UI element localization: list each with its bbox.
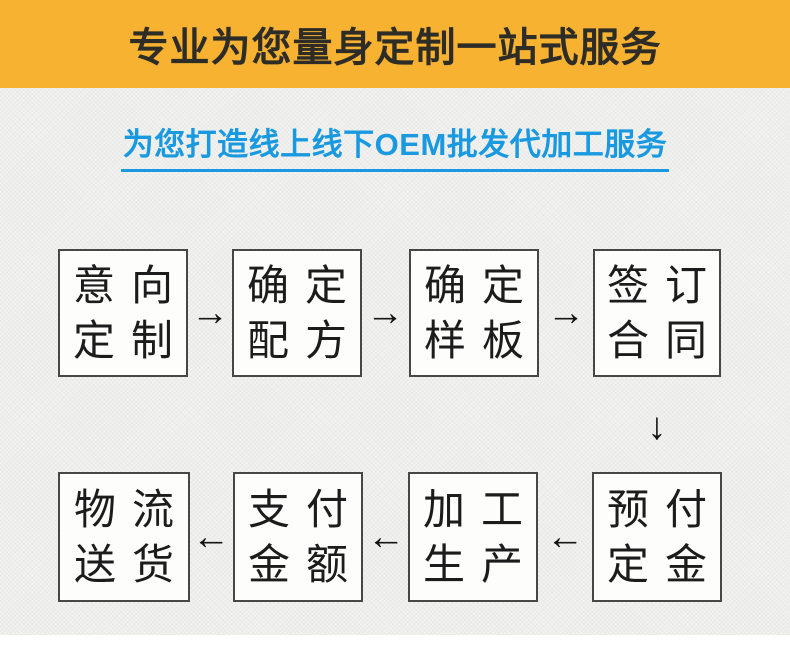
step-text-line: 配方 xyxy=(247,317,364,364)
step-text-line: 支付 xyxy=(248,486,365,533)
step-text-line: 意向 xyxy=(73,262,190,309)
step-text-line: 样板 xyxy=(424,317,541,364)
step-text-line: 确定 xyxy=(247,262,364,309)
step-box-intent-customization: 意向 定制 xyxy=(58,249,188,377)
arrow-left-icon: ← xyxy=(546,516,584,558)
step-text-line: 签订 xyxy=(607,262,724,309)
arrow-left-icon: ← xyxy=(192,516,230,558)
arrow-right-icon: → xyxy=(547,292,585,334)
bottom-white-strip xyxy=(0,635,790,648)
step-text-line: 生产 xyxy=(423,541,540,588)
step-text-line: 加工 xyxy=(423,486,540,533)
step-box-logistics-delivery: 物流 送货 xyxy=(58,472,190,602)
step-text-line: 合同 xyxy=(607,317,724,364)
banner: 专业为您量身定制一站式服务 xyxy=(0,0,790,88)
arrow-down-icon: ↓ xyxy=(647,406,667,448)
banner-title: 专业为您量身定制一站式服务 xyxy=(128,26,662,70)
step-text-line: 确定 xyxy=(424,262,541,309)
subtitle-underline xyxy=(121,169,669,172)
step-box-sign-contract: 签订 合同 xyxy=(593,249,721,377)
step-text-line: 物流 xyxy=(74,486,191,533)
step-box-processing-production: 加工 生产 xyxy=(408,472,538,602)
step-text-line: 定金 xyxy=(607,541,724,588)
subtitle: 为您打造线上线下OEM批发代加工服务 xyxy=(122,127,668,162)
step-text-line: 预付 xyxy=(607,486,724,533)
step-text-line: 定制 xyxy=(73,317,190,364)
step-box-confirm-sample: 确定 样板 xyxy=(409,249,539,377)
arrow-left-icon: ← xyxy=(367,516,405,558)
step-box-confirm-formula: 确定 配方 xyxy=(232,249,362,377)
step-text-line: 金额 xyxy=(248,541,365,588)
arrow-right-icon: → xyxy=(191,292,229,334)
step-box-prepay-deposit: 预付 定金 xyxy=(592,472,722,602)
step-text-line: 送货 xyxy=(74,541,191,588)
step-box-pay-amount: 支付 金额 xyxy=(233,472,363,602)
arrow-right-icon: → xyxy=(366,292,404,334)
